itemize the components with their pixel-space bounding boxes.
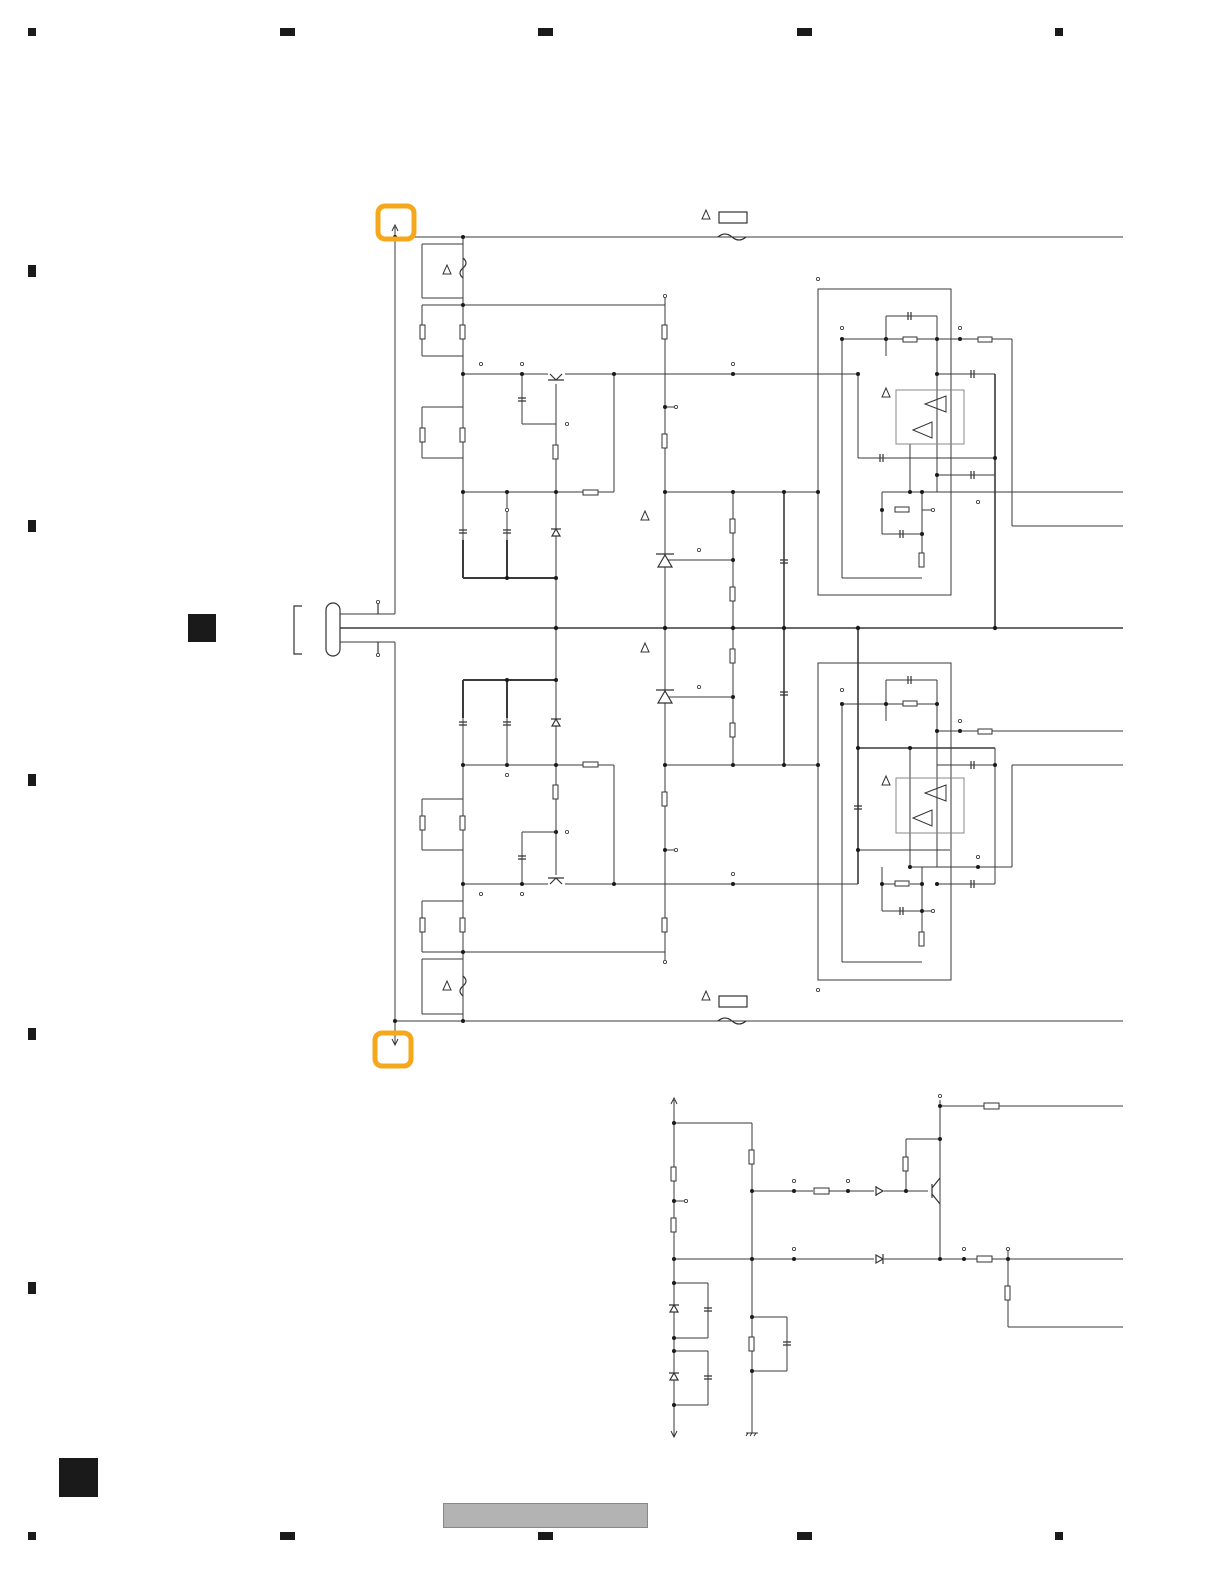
resistor (583, 490, 598, 495)
op-amp-lower (913, 785, 946, 826)
resistor (895, 507, 909, 512)
resistor (420, 325, 425, 339)
resistor (671, 1218, 676, 1232)
ic-blocks (896, 390, 964, 833)
resistor (460, 918, 465, 932)
triangle-warning-icon (641, 511, 649, 520)
resistor (977, 1256, 992, 1262)
rounded-square-highlight-icon (378, 206, 414, 239)
resistor (730, 587, 735, 601)
ic-upper (896, 390, 964, 444)
connector-body (326, 603, 340, 656)
transistor-output (932, 1178, 940, 1204)
diode (551, 719, 561, 726)
transistors (548, 374, 940, 1204)
resistor (460, 816, 465, 830)
resistor (814, 1188, 829, 1194)
resistor (903, 701, 917, 706)
resistor (662, 325, 667, 339)
triangle-warning-icon (882, 388, 890, 397)
resistor (919, 932, 924, 946)
capacitors (459, 312, 974, 1379)
fuses (460, 212, 747, 1024)
triangle-warning-icon (443, 265, 451, 274)
zener-diode (669, 1305, 679, 1312)
resistor (919, 553, 924, 567)
diode (551, 529, 561, 536)
op-amp-upper (913, 396, 946, 438)
resistor (903, 1157, 908, 1171)
resistor (1005, 1286, 1010, 1300)
resistor (978, 729, 992, 734)
wires (340, 227, 1123, 1436)
resistors (420, 325, 1010, 1351)
triangle-warning-icon (641, 643, 649, 652)
fuse-label-box-bottom (719, 996, 747, 1007)
resistor (460, 325, 465, 339)
resistor (662, 918, 667, 932)
transistor-lower (548, 878, 564, 884)
triangle-warning-icon (443, 981, 451, 990)
resistor (662, 792, 667, 806)
resistor (978, 337, 992, 342)
resistor (730, 649, 735, 663)
resistor (895, 881, 909, 886)
terminals (376, 277, 1009, 1250)
ground-icon (746, 1433, 758, 1436)
resistor (553, 445, 558, 459)
resistor (749, 1337, 754, 1351)
fuse-label-box-top (719, 212, 747, 223)
triangle-warning-icon (702, 210, 710, 219)
resistor (749, 1150, 754, 1164)
triangle-warning-icon (882, 776, 890, 785)
resistor (420, 918, 425, 932)
resistor (420, 428, 425, 442)
resistor (903, 337, 917, 342)
zener-diode (669, 1373, 679, 1380)
resistor (984, 1103, 999, 1109)
junction-dots (393, 235, 1010, 1407)
resistor (671, 1167, 676, 1181)
connector (294, 602, 378, 656)
diodes (551, 529, 883, 1380)
resistor (730, 519, 735, 533)
connector-bracket (294, 606, 302, 654)
resistor (460, 428, 465, 442)
resistor (662, 434, 667, 448)
resistor (553, 785, 558, 799)
transistor-upper (548, 374, 564, 380)
resistor (420, 816, 425, 830)
diode (876, 1186, 883, 1196)
diode (876, 1254, 883, 1264)
resistor (730, 723, 735, 737)
rounded-square-highlight-icon (375, 1033, 411, 1066)
triangle-warning-icon (702, 991, 710, 1000)
resistor (583, 762, 598, 767)
